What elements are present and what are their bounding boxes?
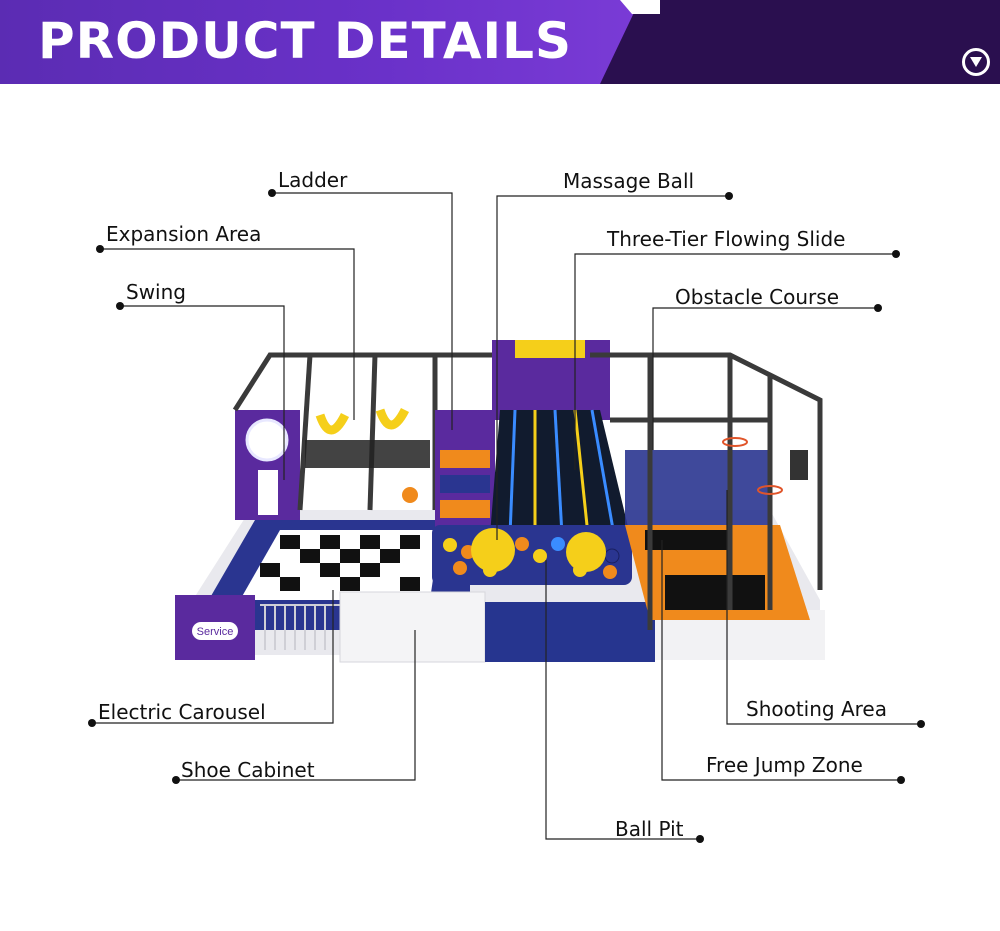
label-shoe-cabinet: Shoe Cabinet xyxy=(181,758,315,782)
basketball-hoops xyxy=(722,437,808,495)
label-ball-pit: Ball Pit xyxy=(615,817,684,841)
chevron-down-circle-icon[interactable] xyxy=(962,48,990,76)
label-electric-carousel: Electric Carousel xyxy=(98,700,266,724)
jump-zone xyxy=(625,450,810,620)
service-sign-text: Service xyxy=(197,626,234,638)
header-banner: PRODUCT DETAILS xyxy=(0,0,1000,84)
checker-floor xyxy=(240,530,440,600)
swing-set xyxy=(305,407,430,503)
ball-pit xyxy=(432,525,632,585)
page-title: PRODUCT DETAILS xyxy=(38,12,573,70)
label-free-jump-zone: Free Jump Zone xyxy=(706,753,863,777)
label-expansion-area: Expansion Area xyxy=(106,222,262,246)
header-band xyxy=(0,0,640,84)
playground-illustration: Service xyxy=(175,340,825,663)
label-three-tier-slide: Three-Tier Flowing Slide xyxy=(607,227,846,251)
label-swing: Swing xyxy=(126,280,186,304)
label-massage-ball: Massage Ball xyxy=(563,169,695,193)
label-ladder: Ladder xyxy=(278,168,348,192)
header-notch xyxy=(620,0,660,14)
label-obstacle-course: Obstacle Course xyxy=(675,285,839,309)
label-shooting-area: Shooting Area xyxy=(746,697,887,721)
service-kiosk: Service xyxy=(175,595,255,660)
